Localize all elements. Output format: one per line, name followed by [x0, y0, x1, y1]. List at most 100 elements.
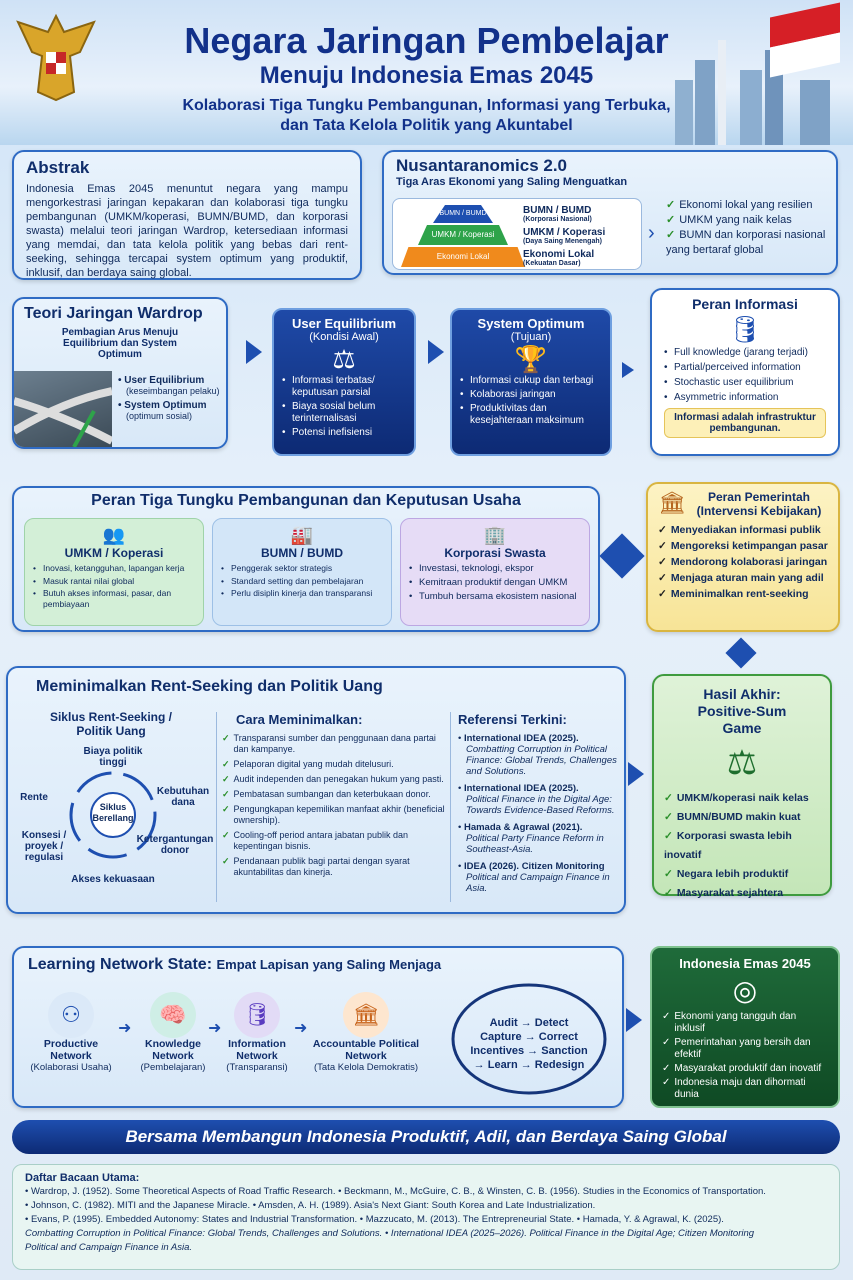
- wardrop-title: Teori Jaringan Wardrop: [24, 305, 203, 322]
- cycle-node: Konsesi / proyek / regulasi: [21, 830, 67, 863]
- info-item: Stochastic user equilibrium: [664, 376, 826, 389]
- arrow-right-icon: ➜: [208, 1020, 222, 1037]
- cycle-title: Siklus Rent-Seeking / Politik Uang: [49, 710, 173, 738]
- umkm-item: Masuk rantai nilai global: [33, 576, 195, 587]
- people-icon: 👥: [102, 525, 126, 545]
- arrow-right-icon: ➜: [118, 1020, 132, 1037]
- indonesia-emas-panel: Indonesia Emas 2045 ◎ ✓Ekonomi yang tang…: [650, 946, 840, 1108]
- level3-sub: (Kekuatan Dasar): [523, 260, 581, 267]
- tungku-title: Peran Tiga Tungku Pembangunan dan Keputu…: [91, 492, 521, 509]
- ue-title: User Equilibrium: [291, 316, 397, 331]
- cycle-node: Biaya politik tinggi: [83, 746, 143, 768]
- closing-banner: Bersama Membangun Indonesia Produktif, A…: [12, 1120, 840, 1154]
- feedback-loop: Audit → Detect Capture → Correct Incenti…: [446, 978, 612, 1100]
- cycle-node: Akses kekuasaan: [71, 874, 155, 885]
- pemerintah-item: ✓Mengoreksi ketimpangan pasar: [658, 540, 828, 552]
- rent-title: Meminimalkan Rent-Seeking dan Politik Ua…: [36, 678, 383, 695]
- cycle-center: Siklus Berellang: [90, 792, 136, 838]
- highway-icon: [11, 371, 114, 448]
- reading-list: Daftar Bacaan Utama: • Wardrop, J. (1952…: [12, 1164, 840, 1270]
- pyramid-box: BUMN / BUMD UMKM / Koperasi Ekonomi Loka…: [392, 198, 642, 270]
- referensi-section: Referensi Terkini: • International IDEA …: [458, 712, 620, 894]
- cycle-node: Kebutuhan dana: [156, 786, 210, 808]
- bumn-item: Perlu disiplin kinerja dan transparansi: [221, 588, 383, 599]
- ref-title: Referensi Terkini:: [458, 712, 567, 727]
- diamond-arrow-icon: [599, 533, 645, 579]
- nusantaranomics-panel: Nusantaranomics 2.0 Tiga Aras Ekonomi ya…: [382, 150, 838, 275]
- ue-item: Potensi inefisiensi: [282, 427, 406, 439]
- cara-item: ✓Pendanaan publik bagi partai dengan sya…: [222, 856, 410, 877]
- peran-informasi-panel: Peran Informasi 🛢 Full knowledge (jarang…: [650, 288, 840, 456]
- korporasi-item: Kemitraan produktif dengan UMKM: [409, 577, 581, 589]
- scale-icon: ⚖: [332, 344, 356, 374]
- hasil-item: ✓BUMN/BUMD makin kuat: [664, 811, 801, 823]
- info-item: Full knowledge (jarang terjadi): [664, 346, 826, 359]
- pemerintah-item: ✓Mendorong kolaborasi jaringan: [658, 556, 828, 568]
- ref-item: • Hamada & Agrawal (2021).Political Part…: [458, 822, 604, 855]
- page-tagline: Kolaborasi Tiga Tungku Pembangunan, Info…: [182, 97, 671, 134]
- user-equilibrium-box: User Equilibrium (Kondisi Awal) ⚖ Inform…: [272, 308, 416, 456]
- wardrop-b1: • User Equilibrium: [118, 375, 205, 386]
- reading-line: Political and Campaign Finance in Asia.: [25, 1242, 193, 1253]
- buildings-icon: 🏢: [483, 525, 507, 545]
- wardrop-b1-sub: (keseimbangan pelaku): [126, 386, 220, 396]
- info-item: Asymmetric information: [664, 391, 826, 404]
- factory-icon: 🏭: [290, 525, 314, 545]
- check-item: ✓Ekonomi lokal yang resilien: [666, 199, 813, 211]
- cara-item: ✓Audit independen dan penegakan hukum ya…: [222, 774, 444, 784]
- pemerintah-item: ✓Menyediakan informasi publik: [658, 524, 821, 536]
- check-item: ✓BUMN dan korporasi nasional yang bertar…: [666, 229, 826, 256]
- korporasi-item: Tumbuh bersama ekosistem nasional: [409, 591, 581, 603]
- so-subtitle: (Tujuan): [510, 331, 552, 343]
- hasil-item: ✓Negara lebih produktif: [664, 868, 789, 880]
- scale-icon: ⚖: [726, 744, 758, 782]
- rent-seeking-panel: Meminimalkan Rent-Seeking dan Politik Ua…: [6, 666, 626, 914]
- bumn-title: BUMN / BUMD: [261, 546, 343, 560]
- government-building-icon: 🏛: [343, 992, 389, 1038]
- level1-label: BUMN / BUMD: [523, 205, 592, 216]
- chevron-right-icon: ›: [648, 222, 655, 244]
- bumn-item: Standard setting dan pembelajaran: [221, 576, 383, 587]
- pemerintah-item: ✓Meminimalkan rent-seeking: [658, 588, 809, 600]
- loop-step: Incentives → Sanction: [470, 1045, 588, 1057]
- so-item: Informasi cukup dan terbagi: [460, 375, 602, 387]
- card-bumn: 🏭 BUMN / BUMD Penggerak sektor strategis…: [212, 518, 392, 626]
- page-title: Negara Jaringan Pembelajar: [184, 20, 669, 61]
- layer-knowledge: 🧠 Knowledge Network(Pembelajaran): [134, 992, 212, 1073]
- check-item: ✓UMKM yang naik kelas: [666, 214, 792, 226]
- reading-line: • Wardrop, J. (1952). Some Theoretical A…: [25, 1186, 766, 1197]
- page-subtitle: Menuju Indonesia Emas 2045: [259, 62, 594, 89]
- emas-item: ✓Ekonomi yang tangguh dan inklusif: [662, 1011, 797, 1034]
- cara-item: ✓Pengungkapan kepemilikan manfaat akhir …: [222, 804, 445, 825]
- so-item: Kolaborasi jaringan: [460, 389, 602, 401]
- rent-cycle: Siklus Rent-Seeking / Politik Uang Siklu…: [8, 710, 214, 910]
- cara-item: ✓Cooling-off period antara jabatan publi…: [222, 830, 409, 851]
- abstrak-panel: Abstrak Indonesia Emas 2045 menuntut neg…: [12, 150, 362, 280]
- layer-productive: ⚇ Productive Network(Kolaborasi Usaha): [24, 992, 118, 1073]
- arrow-right-icon: [246, 340, 262, 364]
- cara-section: Cara Meminimalkan: ✓Transparansi sumber …: [222, 712, 446, 882]
- hasil-item: ✓Korporasi swasta lebih inovatif: [664, 830, 792, 861]
- network-icon: ⚇: [48, 992, 94, 1038]
- arrow-right-icon: [626, 1008, 642, 1032]
- nusantaranomics-title: Nusantaranomics 2.0: [396, 156, 568, 175]
- so-item: Produktivitas dan kesejahteraan maksimum: [460, 403, 602, 427]
- cycle-node: Ketergantungan donor: [136, 834, 214, 856]
- wardrop-b2: • System Optimum: [118, 400, 207, 411]
- bumn-item: Penggerak sektor strategis: [221, 563, 383, 574]
- reading-line: • Evans, P. (1995). Embedded Autonomy: S…: [25, 1214, 724, 1225]
- reading-title: Daftar Bacaan Utama:: [25, 1172, 140, 1184]
- hasil-akhir-panel: Hasil Akhir: Positive-Sum Game ⚖ ✓UMKM/k…: [652, 674, 832, 899]
- loop-step: → Learn → Redesign: [473, 1059, 585, 1071]
- layer-information: 🛢 Information Network(Transparansi): [218, 992, 296, 1073]
- info-title: Peran Informasi: [692, 296, 798, 312]
- system-optimum-box: System Optimum (Tujuan) 🏆 Informasi cuku…: [450, 308, 612, 456]
- info-note: Informasi adalah infrastruktur pembangun…: [664, 408, 826, 438]
- pemerintah-title: Peran Pemerintah: [707, 490, 810, 504]
- arrow-right-icon: ➜: [294, 1020, 308, 1037]
- arrow-right-icon: [428, 340, 444, 364]
- nusantaranomics-subtitle: Tiga Aras Ekonomi yang Saling Menguatkan: [396, 176, 628, 188]
- card-korporasi: 🏢 Korporasi Swasta Investasi, teknologi,…: [400, 518, 590, 626]
- hasil-item: ✓Masyarakat sejahtera: [664, 887, 784, 899]
- hasil-title: Hasil Akhir: Positive-Sum Game: [697, 686, 787, 736]
